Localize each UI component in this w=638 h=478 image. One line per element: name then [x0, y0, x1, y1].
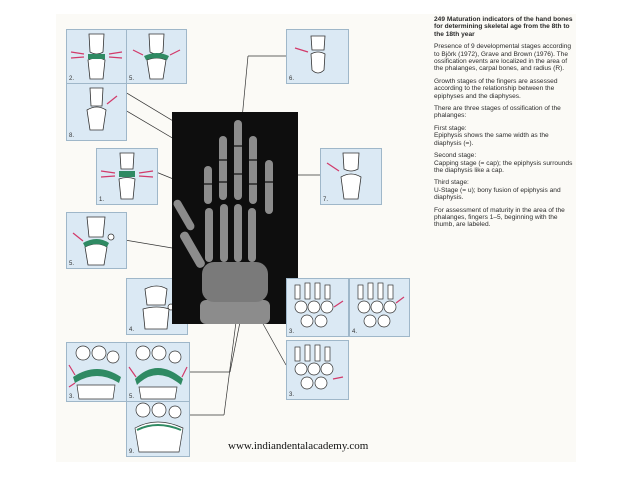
third-stage-label: Third stage:	[434, 179, 469, 187]
stage-panel-9-radius: 9.	[126, 401, 190, 457]
radius-fusion-drawing	[134, 402, 184, 453]
finger-cap-drawing	[326, 152, 362, 200]
panel-number: 2.	[69, 76, 75, 82]
legend-growth: Growth stages of the fingers are assesse…	[434, 77, 558, 100]
hand-xray-image	[172, 112, 298, 324]
stage-panel-3-radius: 3.	[66, 342, 127, 402]
third-stage-text: U-Stage (= u); bony fusion of epiphysis …	[434, 186, 561, 202]
stage-panel-5: 5.	[66, 212, 127, 269]
phalanx-equal-stage-drawing	[70, 33, 123, 80]
stage-panel-5-radius: 5.	[126, 342, 190, 402]
sesamoid-drawing	[72, 216, 115, 266]
hand-bones-drawing	[172, 112, 298, 324]
panel-number: 4.	[352, 329, 358, 335]
legend-three-stages: There are three stages of ossification o…	[434, 105, 561, 120]
footer-url: www.indiandentalacademy.com	[228, 440, 369, 452]
panel-number: 6.	[289, 76, 295, 82]
radius-epiphysis-drawing	[68, 345, 121, 400]
panel-number: 5.	[69, 261, 75, 267]
first-stage-text: Epiphysis shows the same width as the di…	[434, 132, 549, 147]
second-stage-text: Capping stage (= cap); the epiphysis sur…	[434, 159, 573, 174]
carpal-bones-drawing	[357, 282, 405, 328]
panel-number: 8.	[69, 133, 75, 139]
legend-title: 249 Maturation indicators of the hand bo…	[434, 16, 573, 38]
carpal-bones-drawing	[294, 344, 344, 390]
legend-assessment: For assessment of maturity in the area o…	[434, 206, 565, 229]
second-stage-label: Second stage:	[434, 152, 477, 160]
stage-panel-8: 8.	[66, 83, 127, 141]
finger-tip-drawing	[294, 35, 326, 74]
radius-cap-drawing	[128, 345, 188, 400]
carpal-hook-drawing	[142, 285, 183, 330]
phalanx-cap-stage-drawing	[132, 33, 181, 80]
stage-panel-4-wrist: 4.	[349, 278, 410, 337]
panel-number: 7.	[323, 197, 329, 203]
panel-number: 5.	[129, 76, 135, 82]
first-stage-label: First stage:	[434, 124, 467, 132]
stage-panel-7: 7.	[320, 148, 382, 205]
carpal-bones-drawing	[294, 282, 344, 328]
figure-legend: 249 Maturation indicators of the hand bo…	[434, 16, 576, 234]
stage-panel-3-wrist: 3.	[286, 278, 349, 337]
panel-number: 1.	[99, 197, 105, 203]
panel-number: 4.	[129, 327, 135, 333]
stage-panel-6: 6.	[286, 29, 349, 84]
phalanx-fusion-drawing	[86, 87, 118, 131]
thumb-equal-stage-drawing	[100, 152, 154, 200]
panel-number: 5.	[129, 394, 135, 400]
panel-number: 3.	[289, 392, 295, 398]
stage-panel-3-wrist-lower: 3.	[286, 340, 349, 400]
panel-number: 9.	[129, 449, 135, 455]
stage-panel-2: 2.	[66, 29, 127, 84]
stage-panel-1: 1.	[96, 148, 158, 205]
panel-number: 3.	[69, 394, 75, 400]
legend-intro: Presence of 9 developmental stages accor…	[434, 43, 572, 73]
stage-panel-5-top: 5.	[126, 29, 187, 84]
panel-number: 3.	[289, 329, 295, 335]
